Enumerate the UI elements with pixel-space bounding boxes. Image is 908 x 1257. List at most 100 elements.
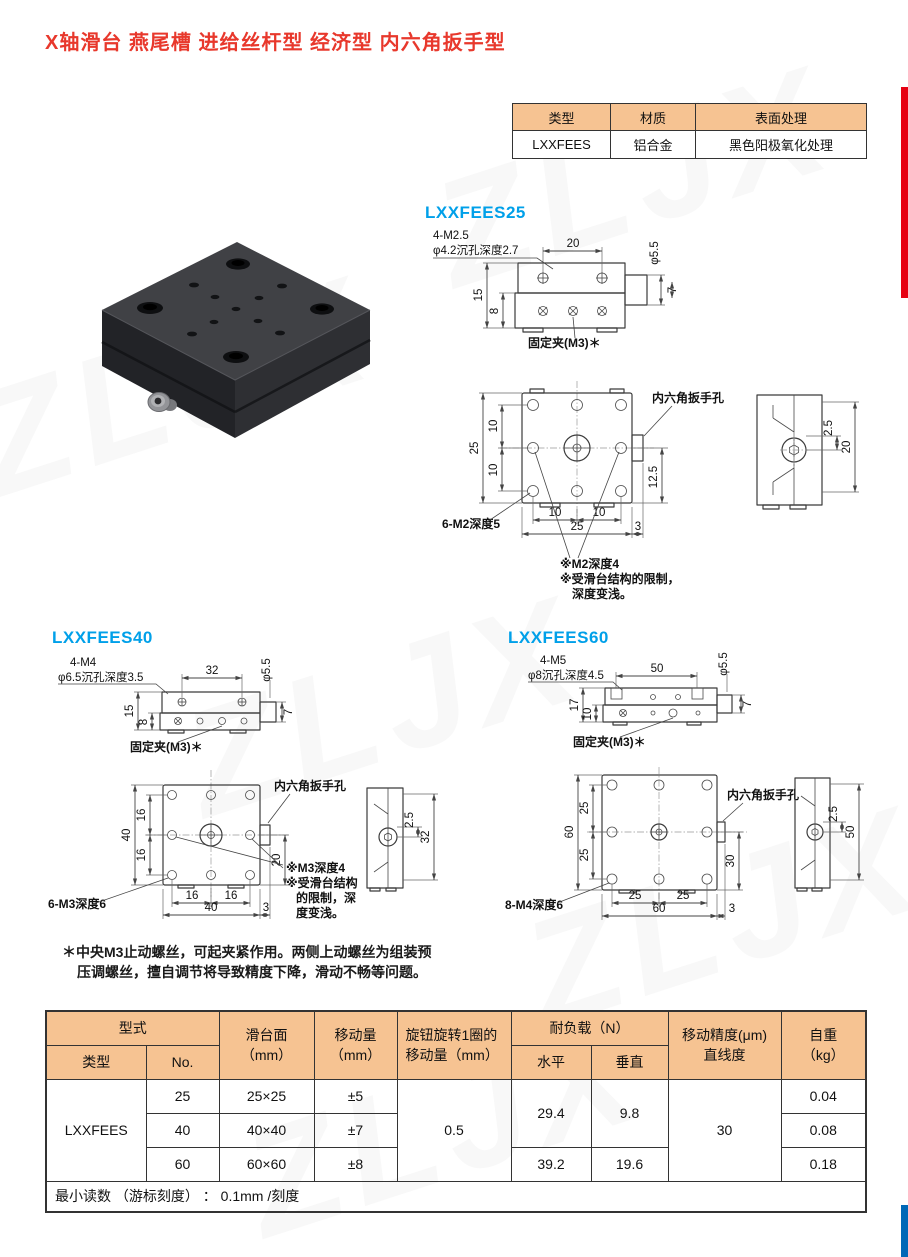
dim-height: 17	[569, 699, 581, 712]
dim-height: 15	[473, 289, 485, 302]
label-tap: 4-M2.5	[433, 230, 469, 242]
leader-tap	[556, 882, 610, 904]
leader-clamp	[619, 717, 674, 738]
product-photo	[101, 242, 371, 438]
spec-accuracy-value: 30	[716, 1122, 733, 1138]
spec-header-no: No.	[145, 1044, 220, 1080]
dim-size: 60	[564, 826, 576, 839]
note-line2: ※受滑台结构的限制，	[560, 571, 680, 586]
table-row: 60 60×60 ±8 39.2 19.6 0.18	[46, 1146, 867, 1182]
table-row: 40 40×40 ±7 0.08	[46, 1112, 867, 1148]
dimensions: 50 17 10 φ5.5 7	[569, 652, 754, 723]
part-outline	[159, 691, 277, 734]
footnote: ＊中央M3止动螺丝，可起夹紧作用。两侧上动螺丝为组装预 压调螺丝，擅自调节将导致…	[62, 942, 431, 982]
dim-pitch1: 25	[579, 802, 591, 815]
note-line3: 的限制，深	[296, 890, 356, 905]
info-value-surface: 黑色阳极氧化处理	[695, 130, 867, 159]
dim-span: 20	[841, 441, 853, 454]
stage-top-holes	[137, 258, 334, 363]
leader-clamp	[572, 316, 576, 339]
spec-load-v-25-40: 9.8	[590, 1078, 669, 1148]
leader-clamp	[177, 725, 223, 743]
dim-width: 32	[206, 665, 219, 677]
page-edge-tab-red	[901, 87, 908, 298]
drawing-60-side: 2.5 50	[794, 777, 864, 892]
note-line4: 度变浅。	[296, 905, 344, 920]
leader-hex	[267, 793, 291, 824]
dim-size-b: 60	[653, 903, 666, 915]
part-outline	[602, 687, 733, 726]
leader-note-r	[251, 838, 284, 869]
dim-size-b: 40	[205, 902, 218, 914]
leader-counterbore	[58, 683, 169, 695]
dim-knob: 7	[283, 709, 295, 715]
label-hex-hole: 内六角扳手孔	[727, 787, 799, 802]
spec-header-accuracy-line2: 直线度	[703, 1047, 746, 1064]
leader-counterbore	[433, 257, 554, 270]
dim-width: 20	[567, 238, 580, 250]
dim-tab: 3	[729, 903, 735, 915]
spec-header-type: 类型	[45, 1044, 147, 1080]
spec-surface-60: 60×60	[218, 1146, 315, 1182]
dim-phi: φ5.5	[261, 658, 273, 681]
spec-header-load-v: 垂直	[590, 1044, 669, 1080]
spec-header-surface: 滑台面 （mm）	[218, 1010, 315, 1080]
dim-span: 50	[845, 826, 857, 839]
dim-pitch2: 16	[136, 849, 148, 862]
dimensions: 25 10 10 12.5 10 10 25 3	[469, 392, 668, 538]
spec-header-weight-line2: （kg）	[801, 1047, 845, 1064]
part-holes	[537, 272, 608, 316]
dim-width: 50	[651, 663, 664, 675]
label-tap: 4-M5	[540, 655, 566, 667]
note-line3: 深度变浅。	[572, 586, 632, 600]
drawing-40-front: 40 16 16 20 16 16 40 3 内六角扳手孔 6-M3深度6 ※M…	[48, 770, 358, 920]
dim-pitch2: 10	[488, 464, 500, 477]
drawing-60-elevation: 50 17 10 φ5.5 7 4-M5 φ8沉孔深度4.5 固定夹(M3)＊	[528, 652, 754, 749]
dim-b2: 25	[677, 890, 690, 902]
spec-weight-40: 0.08	[780, 1112, 867, 1148]
table-row: LXXFEES 25 25×25 ±5 0.5 29.4 9.8 30 0.04	[45, 1078, 867, 1182]
spec-load-h-60: 39.2	[510, 1146, 592, 1182]
dim-half: 12.5	[648, 466, 660, 488]
dim-half: 30	[725, 855, 737, 868]
spec-header-weight-line1: 自重	[809, 1027, 838, 1044]
dim-size: 40	[121, 829, 133, 842]
spec-header-knob-line1: 旋钮旋转1圈的	[405, 1027, 498, 1044]
footnote-line2: 压调螺丝，擅自调节将导致精度下降，滑动不畅等问题。	[77, 964, 427, 980]
spec-travel-25: ±5	[313, 1078, 398, 1114]
spec-header-accuracy-line1: 移动精度(μm)	[681, 1027, 768, 1044]
dim-b2: 10	[593, 507, 606, 519]
label-tap: 4-M4	[70, 657, 97, 669]
spec-no-60: 60	[145, 1146, 220, 1182]
spec-header-travel-line2: （mm）	[329, 1047, 382, 1064]
label-counterbore: φ6.5沉孔深度3.5	[58, 670, 143, 684]
spec-surface-40: 40×40	[218, 1112, 315, 1148]
info-value-material: 铝合金	[610, 130, 696, 159]
label-clamp: 固定夹(M3)＊	[130, 739, 203, 754]
leader-note-r	[577, 451, 620, 559]
dim-b2: 16	[225, 890, 238, 902]
centerlines	[145, 770, 288, 897]
spec-model-name: LXXFEES	[45, 1078, 147, 1182]
dim-knob: 7	[742, 701, 754, 707]
label-hex-hole: 内六角扳手孔	[274, 778, 346, 793]
leader-tap	[483, 492, 531, 525]
dim-span: 32	[420, 831, 432, 844]
spec-travel-60: ±8	[313, 1146, 398, 1182]
label-counterbore: φ8沉孔深度4.5	[528, 668, 604, 682]
spec-header-travel-line1: 移动量	[334, 1027, 377, 1044]
info-header-type: 类型	[512, 103, 611, 131]
clamp-screw	[147, 392, 177, 412]
drawing-25-elevation: 20 15 8 φ5.5 7 4-M2.5 φ4.2沉孔深度2.7 固定夹(M3…	[433, 230, 679, 350]
spec-table: 型式 滑台面 （mm） 移动量 （mm） 旋钮旋转1圈的 移动量（mm） 耐负载…	[45, 1010, 867, 1213]
spec-accuracy: 30	[667, 1078, 782, 1182]
dimensions: 2.5 50	[823, 783, 864, 881]
spec-header-surface-line1: 滑台面	[245, 1027, 288, 1044]
spec-header-accuracy: 移动精度(μm) 直线度	[667, 1010, 782, 1080]
label-hex-hole: 内六角扳手孔	[652, 390, 724, 405]
info-value-type: LXXFEES	[512, 130, 611, 159]
info-header-material: 材质	[610, 103, 696, 131]
dimensions: 32 15 8 φ5.5 7	[124, 658, 295, 731]
spec-load-v-60: 19.6	[590, 1146, 669, 1182]
